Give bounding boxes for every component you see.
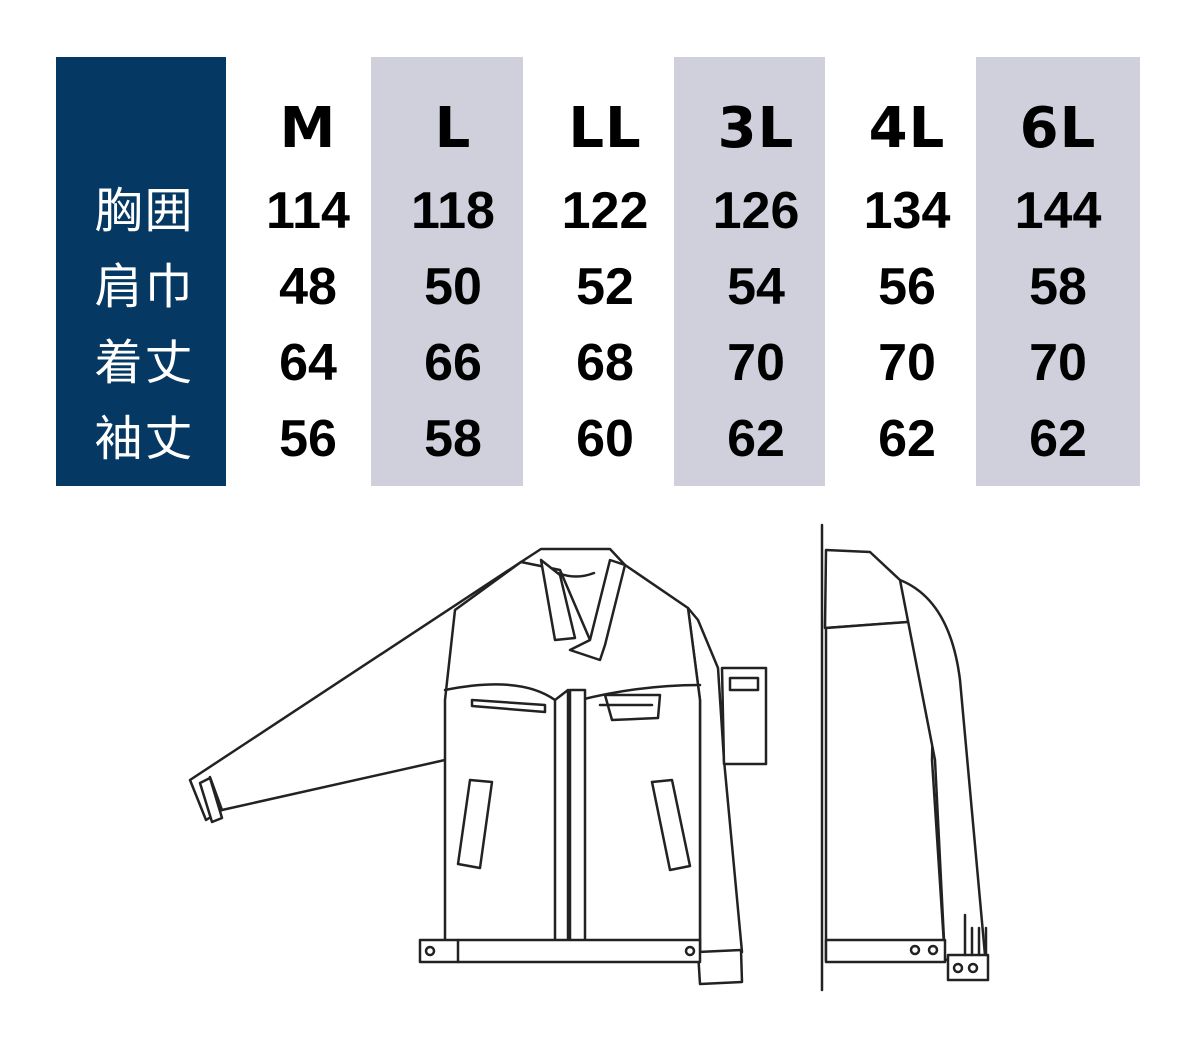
value-chest: 134 xyxy=(863,182,951,240)
jacket-illustration xyxy=(0,500,1200,1044)
value-shoulder-width: 54 xyxy=(727,258,785,316)
size-header: 4L xyxy=(868,96,946,161)
value-shoulder-width: 48 xyxy=(279,258,337,316)
value-body-length: 66 xyxy=(424,334,482,392)
label-shoulder-width: 肩巾 xyxy=(94,259,195,315)
jacket-side-icon xyxy=(820,523,990,992)
size-column-4l: 4L 134 56 70 62 xyxy=(825,57,989,486)
size-header: L xyxy=(434,96,472,161)
value-shoulder-width: 58 xyxy=(1029,258,1087,316)
value-shoulder-width: 50 xyxy=(424,258,482,316)
label-sleeve-length: 袖丈 xyxy=(94,411,195,467)
value-chest: 114 xyxy=(266,182,350,240)
size-header: M xyxy=(279,96,337,161)
size-chart-table: 胸囲 肩巾 着丈 袖丈 M 114 48 64 56 L 118 50 66 5… xyxy=(56,57,1140,486)
size-column-ll: LL 122 52 68 60 xyxy=(523,57,687,486)
value-sleeve-length: 58 xyxy=(424,410,482,468)
jacket-front-icon xyxy=(188,547,768,986)
size-header: LL xyxy=(568,96,642,161)
size-column-m: M 114 48 64 56 xyxy=(226,57,390,486)
size-header: 6L xyxy=(1019,96,1097,161)
value-body-length: 68 xyxy=(576,334,634,392)
value-body-length: 70 xyxy=(727,334,785,392)
value-sleeve-length: 62 xyxy=(727,410,785,468)
value-chest: 118 xyxy=(411,182,495,240)
value-chest: 122 xyxy=(561,182,649,240)
value-sleeve-length: 60 xyxy=(576,410,634,468)
measurement-label-column: 胸囲 肩巾 着丈 袖丈 xyxy=(56,57,233,486)
value-chest: 126 xyxy=(712,182,800,240)
size-column-l: L 118 50 66 58 xyxy=(371,57,535,486)
size-header: 3L xyxy=(717,96,795,161)
value-sleeve-length: 62 xyxy=(878,410,936,468)
size-column-3l: 3L 126 54 70 62 xyxy=(674,57,838,486)
label-chest: 胸囲 xyxy=(94,183,195,239)
value-shoulder-width: 56 xyxy=(878,258,936,316)
value-body-length: 64 xyxy=(279,334,337,392)
value-body-length: 70 xyxy=(1029,334,1087,392)
size-column-6l: 6L 144 58 70 62 xyxy=(976,57,1140,486)
value-body-length: 70 xyxy=(878,334,936,392)
value-chest: 144 xyxy=(1014,182,1102,240)
value-shoulder-width: 52 xyxy=(576,258,634,316)
label-body-length: 着丈 xyxy=(94,335,195,391)
value-sleeve-length: 56 xyxy=(279,410,337,468)
value-sleeve-length: 62 xyxy=(1029,410,1087,468)
